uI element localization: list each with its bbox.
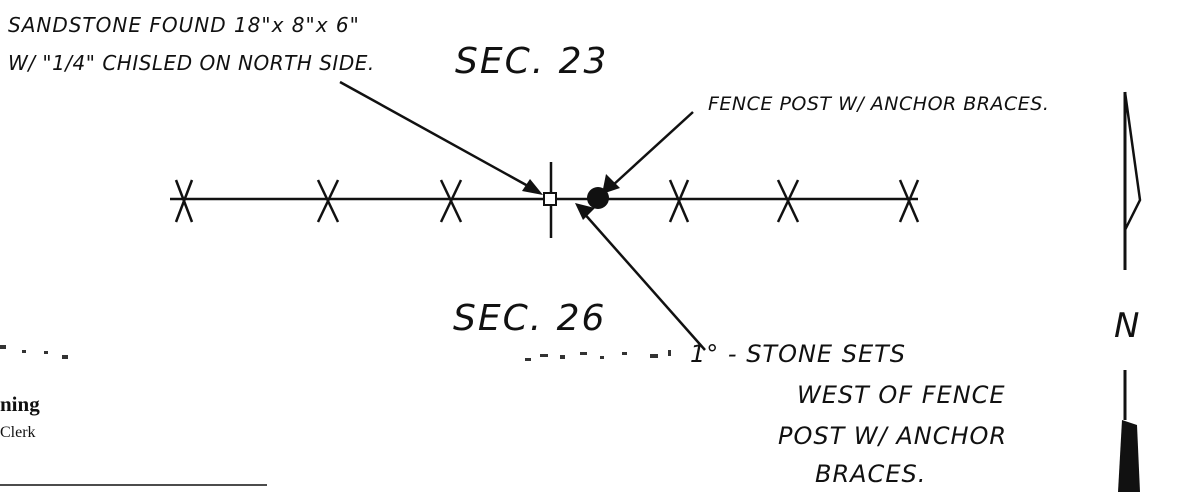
- fence-x-mark: [439, 179, 463, 223]
- fence-x-mark: [668, 179, 690, 223]
- north-label: N: [1114, 306, 1139, 346]
- fence-x-mark: [316, 179, 340, 223]
- stone-sets-note-line1: 1° - STONE SETS: [690, 340, 906, 368]
- north-arrow-tail: [1118, 420, 1140, 492]
- footer-name-fragment: ning: [0, 392, 40, 416]
- fence-x-mark: [776, 179, 800, 223]
- stone-sets-note-line2: WEST OF FENCE: [797, 381, 1006, 409]
- fence-x-mark: [898, 179, 920, 223]
- fence-post-marker: [587, 187, 609, 209]
- sandstone-leader-arrow: [339, 80, 543, 195]
- section-23-label: SEC. 23: [455, 41, 608, 82]
- sandstone-note-line2: W/ "1/4" CHISLED ON NORTH SIDE.: [8, 51, 375, 75]
- fence-x-mark: [174, 179, 194, 223]
- fence-post-leader-arrow: [602, 111, 694, 194]
- section-26-label: SEC. 26: [453, 298, 606, 339]
- footer-title-fragment: Clerk: [0, 424, 36, 441]
- stone-sets-note-line3: POST W/ ANCHOR: [778, 422, 1007, 450]
- fence-post-note: FENCE POST W/ ANCHOR BRACES.: [708, 93, 1049, 115]
- stone-sets-leader-arrow: [575, 203, 706, 351]
- fence-x-marks: [174, 179, 920, 223]
- sandstone-note-line1: SANDSTONE FOUND 18"x 8"x 6": [8, 13, 360, 37]
- scan-noise: [0, 345, 671, 361]
- north-arrow: [1118, 91, 1142, 492]
- sandstone-marker: [543, 192, 557, 206]
- stone-sets-note-line4: BRACES.: [815, 460, 926, 488]
